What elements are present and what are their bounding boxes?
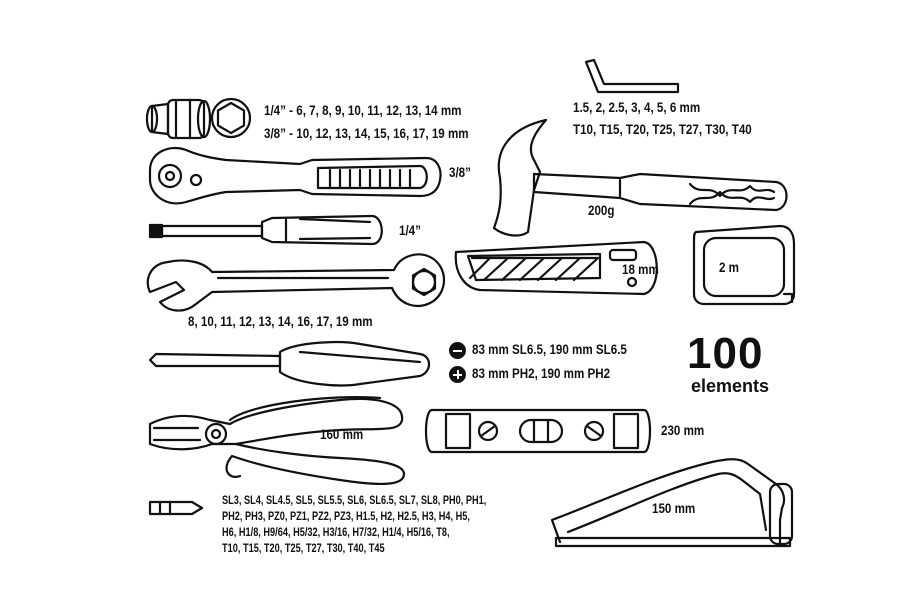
- minus-circle-icon: [449, 342, 466, 359]
- bits-list-line-2: PH2, PH3, PZ0, PZ1, PZ2, PZ3, H1.5, H2, …: [222, 511, 470, 523]
- level-length-label: 230 mm: [661, 423, 705, 438]
- ratchet-size-label: 3/8”: [449, 165, 471, 180]
- extension-bar-drawing: [148, 214, 383, 246]
- combination-wrench-drawing: [146, 253, 446, 312]
- sockets-label-quarter: 1/4” - 6, 7, 8, 9, 10, 11, 12, 13, 14 mm: [264, 103, 462, 118]
- element-count: 100: [687, 329, 764, 378]
- pliers-length-label: 160 mm: [320, 427, 364, 442]
- bits-list-line-4: T10, T15, T20, T25, T27, T30, T40, T45: [222, 543, 385, 555]
- element-count-word: elements: [691, 376, 770, 396]
- hammer-drawing: [492, 118, 788, 237]
- socket-drawing: [145, 98, 212, 140]
- wrench-sizes-label: 8, 10, 11, 12, 13, 14, 16, 17, 19 mm: [188, 314, 373, 329]
- tape-measure-drawing: [692, 224, 796, 306]
- screwdriver-drawing: [148, 340, 431, 387]
- bits-list-line-1: SL3, SL4, SL4.5, SL5, SL5.5, SL6, SL6.5,…: [222, 495, 487, 507]
- hammer-weight-label: 200g: [588, 203, 615, 218]
- plus-circle-icon: [449, 366, 466, 383]
- hex-keys-label-mm: 1.5, 2, 2.5, 3, 4, 5, 6 mm: [573, 100, 701, 115]
- saw-length-label: 150 mm: [652, 501, 696, 516]
- slotted-screwdrivers-label: 83 mm SL6.5, 190 mm SL6.5: [472, 342, 627, 357]
- hacksaw-drawing: [550, 458, 794, 548]
- hex-key-drawing: [584, 58, 680, 94]
- bits-list-line-3: H6, H1/8, H9/64, H5/32, H3/16, H7/32, H1…: [222, 527, 450, 539]
- tape-length-label: 2 m: [719, 260, 740, 275]
- ratchet-drawing: [148, 146, 442, 205]
- hex-keys-label-torx: T10, T15, T20, T25, T27, T30, T40: [573, 122, 752, 137]
- pliers-drawing: [148, 396, 406, 486]
- phillips-screwdrivers-label: 83 mm PH2, 190 mm PH2: [472, 366, 611, 381]
- utility-knife-drawing: [454, 240, 658, 296]
- extension-size-label: 1/4”: [399, 223, 421, 238]
- sockets-label-three-eighths: 3/8” - 10, 12, 13, 14, 15, 16, 17, 19 mm: [264, 126, 469, 141]
- knife-blade-label: 18 mm: [622, 262, 659, 277]
- screwdriver-bit-drawing: [148, 500, 204, 516]
- hex-socket-end-drawing: [210, 97, 252, 139]
- spirit-level-drawing: [424, 408, 652, 454]
